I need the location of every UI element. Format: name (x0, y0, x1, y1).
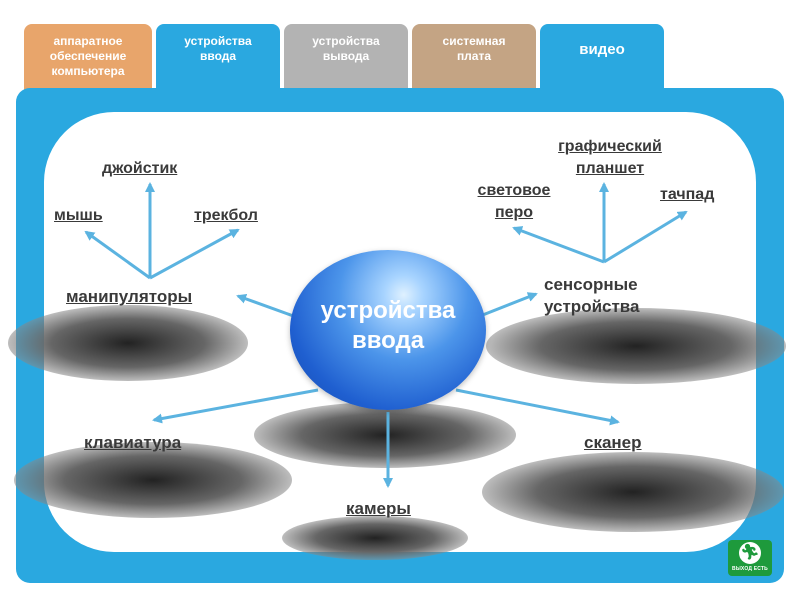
node-touch-devices[interactable]: сенсорные устройства (544, 275, 640, 316)
exit-icon-circle (739, 542, 761, 564)
node-mouse[interactable]: мышь (54, 207, 103, 224)
node-manipulators[interactable]: манипуляторы (66, 287, 193, 306)
node-cameras[interactable]: камеры (346, 499, 411, 518)
arrow-to-mouse (84, 230, 151, 280)
exit-button[interactable]: 🏃︎ ВЫХОД ЕСТЬ (728, 540, 772, 576)
shadow-right-bottom (482, 452, 784, 532)
shadow-center (254, 402, 516, 468)
arrow-to-keyboard (152, 388, 319, 424)
shadow-right-top (486, 308, 786, 384)
arrow-to-light-pen (512, 226, 605, 264)
tab-output-devices-label: устройства вывода (312, 34, 380, 63)
tab-video-label: видео (579, 41, 625, 58)
tab-input-devices-label: устройства ввода (184, 34, 252, 63)
node-scanner[interactable]: сканер (584, 433, 642, 452)
tab-hardware-label: аппаратное обеспечение компьютера (49, 34, 127, 78)
exit-button-label: ВЫХОД ЕСТЬ (732, 566, 768, 572)
tab-motherboard-label: системная плата (442, 34, 506, 63)
node-light-pen[interactable]: световое перо (477, 182, 551, 221)
node-trackball[interactable]: трекбол (194, 207, 258, 224)
center-sphere (290, 250, 486, 410)
arrow-to-trackball (149, 228, 240, 280)
shadow-left-bottom (14, 442, 292, 518)
arrow-to-scanner (455, 388, 620, 426)
center-label: устройства ввода (320, 297, 456, 354)
arrow-to-touchpad (603, 210, 688, 264)
node-joystick[interactable]: джойстик (102, 160, 178, 177)
shadow-bottom (282, 516, 468, 560)
running-man-icon: 🏃︎ (740, 544, 760, 561)
node-graphic-tablet[interactable]: графический планшет (558, 138, 662, 177)
node-keyboard[interactable]: клавиатура (84, 433, 182, 452)
node-touchpad[interactable]: тачпад (660, 186, 715, 203)
shadow-left-top (8, 305, 248, 381)
